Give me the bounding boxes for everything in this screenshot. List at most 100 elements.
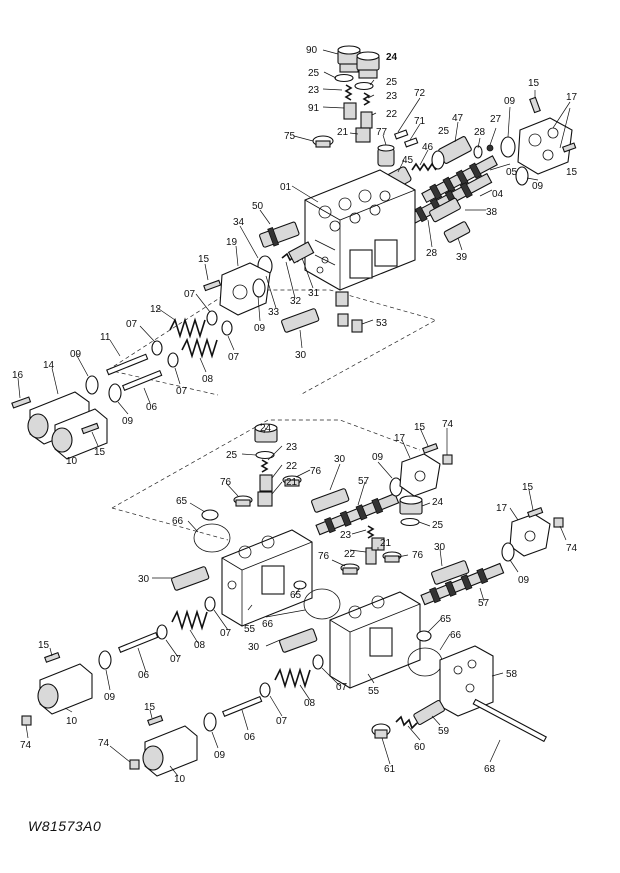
spool-part-57 <box>420 562 505 606</box>
seat-part-21 <box>257 491 273 507</box>
callout-label: 74 <box>98 738 110 749</box>
spool-part-04 <box>406 172 493 226</box>
cap-part-10 <box>37 663 93 715</box>
poppet-part-22 <box>365 547 377 565</box>
washer-part-07 <box>259 682 271 698</box>
spring-part-12 <box>169 317 206 339</box>
callout-label: 50 <box>252 201 264 212</box>
callout-label: 28 <box>426 248 438 259</box>
rod-part-06 <box>121 369 163 391</box>
fitting-part-38 <box>429 197 461 223</box>
callout-label: 61 <box>384 764 396 775</box>
cover-part-17 <box>517 117 573 175</box>
bolt-part-15 <box>81 422 100 435</box>
callout-label: 24 <box>386 52 398 63</box>
leader-lines <box>17 49 571 777</box>
callout-label: 76 <box>310 466 322 477</box>
cap-part-76 <box>233 495 253 507</box>
callout-label: 05 <box>506 167 518 178</box>
callout-label: 45 <box>402 155 414 166</box>
shim-part-71 <box>403 137 419 148</box>
oring-part-25 <box>354 81 374 91</box>
bolt-part-15 <box>527 507 544 518</box>
oring-part-09 <box>108 383 122 403</box>
tie-rod-part-68 <box>472 698 548 743</box>
callout-label: 14 <box>43 360 55 371</box>
callout-label: 25 <box>438 126 450 137</box>
callout-label: 33 <box>268 307 280 318</box>
callout-label: 04 <box>492 189 504 200</box>
callout-label: 55 <box>368 686 380 697</box>
oring-part-25 <box>431 150 445 170</box>
callout-label: 07 <box>126 319 138 330</box>
lower-valve-assembly <box>21 419 564 777</box>
fitting-part-59 <box>413 699 445 726</box>
oring-part-66 <box>303 588 341 620</box>
callout-label: 08 <box>194 640 206 651</box>
callout-label: 23 <box>386 91 398 102</box>
callout-label: 23 <box>340 530 352 541</box>
callout-label: 60 <box>414 742 426 753</box>
plug-part-53 <box>337 313 363 333</box>
washer-part-07 <box>204 596 216 612</box>
callout-label: 15 <box>414 422 426 433</box>
oring-part-65 <box>416 630 432 642</box>
callout-label: 09 <box>532 181 544 192</box>
callout-label: 68 <box>484 764 496 775</box>
rod-part-11 <box>106 353 149 376</box>
callout-label: 65 <box>290 590 302 601</box>
poppet-part-22 <box>259 474 273 492</box>
callout-label: 30 <box>295 350 307 361</box>
callout-label: 30 <box>334 454 346 465</box>
callout-label: 24 <box>432 497 444 508</box>
callout-label: 06 <box>146 402 158 413</box>
callout-label: 21 <box>286 477 298 488</box>
callout-label: 57 <box>478 598 490 609</box>
callout-label: 09 <box>372 452 384 463</box>
washer-part-07 <box>206 310 218 326</box>
callout-label: 17 <box>394 433 406 444</box>
callout-label: 90 <box>306 45 318 56</box>
oring-part-65 <box>201 509 219 521</box>
callout-label: 01 <box>280 182 292 193</box>
bolt-part-15 <box>44 652 61 663</box>
callout-label: 66 <box>450 630 462 641</box>
callout-label: 75 <box>284 131 296 142</box>
cap-part-76 <box>282 475 302 487</box>
cap-part-76 <box>382 551 402 563</box>
callout-label: 08 <box>304 698 316 709</box>
callout-label: 72 <box>414 88 426 99</box>
callout-label: 91 <box>308 103 320 114</box>
spool-part-57 <box>315 492 400 536</box>
cover-part-17 <box>509 513 551 557</box>
oring-part-25 <box>255 450 275 460</box>
callout-label: 09 <box>70 349 82 360</box>
spring-part-23 <box>260 459 269 473</box>
callout-label: 23 <box>308 85 320 96</box>
bolt-part-15 <box>422 443 439 454</box>
cap-part-76 <box>340 563 360 575</box>
fitting-part-31 <box>335 291 349 307</box>
callout-label: 07 <box>170 654 182 665</box>
callout-label: 15 <box>566 167 578 178</box>
callout-label: 15 <box>144 702 156 713</box>
callout-label: 19 <box>226 237 238 248</box>
callout-label: 10 <box>174 774 186 785</box>
callout-label: 66 <box>172 516 184 527</box>
callout-label: 10 <box>66 456 78 467</box>
callout-label: 15 <box>522 482 534 493</box>
callout-label: 74 <box>20 740 32 751</box>
fitting-part-30 <box>431 560 470 585</box>
oring-part-09 <box>203 712 217 732</box>
oring-part-09 <box>85 375 99 395</box>
callout-label: 15 <box>94 447 106 458</box>
callout-label: 25 <box>386 77 398 88</box>
callout-label: 21 <box>337 127 349 138</box>
callout-label: 23 <box>286 442 298 453</box>
callout-label: 27 <box>490 114 502 125</box>
washer-part-07 <box>312 654 324 670</box>
callout-label: 76 <box>220 477 232 488</box>
callout-label: 06 <box>244 732 256 743</box>
callout-numbers: 90 24 25 25 23 23 91 22 72 71 75 21 77 4… <box>12 45 578 785</box>
drawing-code-label: W81573A0 <box>28 818 102 834</box>
